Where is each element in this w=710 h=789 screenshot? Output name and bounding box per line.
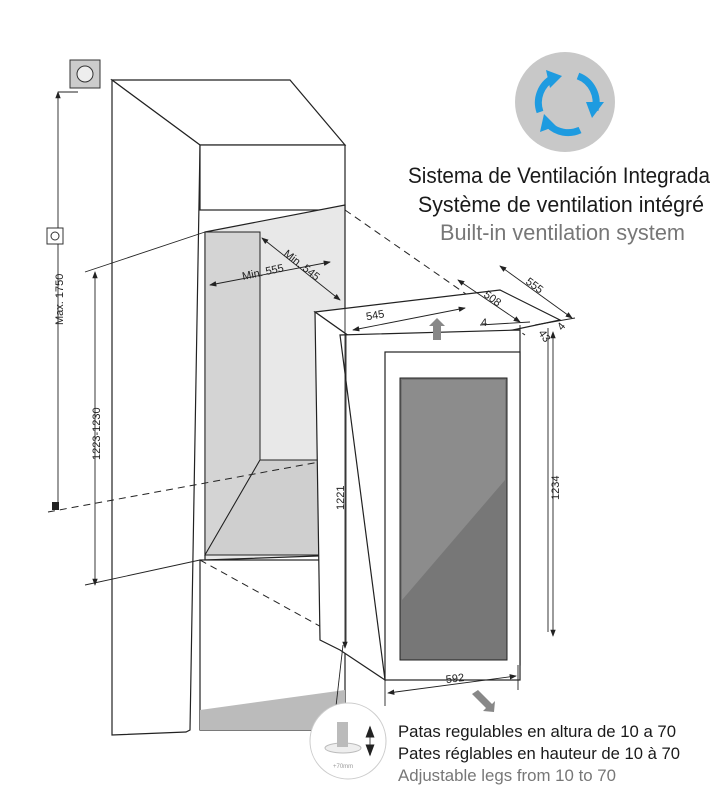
ventilation-cycle-icon — [515, 52, 615, 152]
max-height-label: Max. 1750 — [54, 274, 66, 325]
ventilation-title-fr: Système de ventilation intégré — [418, 192, 704, 217]
leg-icon-label: +70mm — [333, 764, 353, 770]
legs-text-fr: Pates réglables en hauteur de 10 à 70 — [398, 744, 680, 763]
wall-socket-icon — [69, 59, 101, 89]
plug-icon — [46, 227, 64, 510]
adjustable-leg-icon: +70mm — [309, 702, 387, 780]
appliance-total-depth-label: 555 — [523, 276, 545, 296]
gap-left-label: 4 — [481, 317, 487, 329]
door-width-label: 592 — [445, 672, 465, 686]
legs-text-es: Patas regulables en altura de 10 a 70 — [398, 722, 676, 741]
legs-text-en: Adjustable legs from 10 to 70 — [398, 766, 616, 785]
appliance-height-label: 1221 — [335, 486, 347, 510]
niche-height-label: 1223-1230 — [91, 407, 103, 460]
wine-cooler — [313, 289, 562, 682]
airflow-front-arrow-icon — [472, 690, 495, 712]
airflow-up-arrow-icon — [429, 318, 445, 340]
ventilation-title-en: Built-in ventilation system — [440, 220, 685, 245]
ventilation-title-es: Sistema de Ventilación Integrada — [408, 163, 710, 188]
door-thickness-label: 43 — [536, 328, 553, 345]
kitchen-cabinet — [110, 78, 347, 736]
appliance-width-label: 545 — [365, 308, 385, 323]
door-height-label: 1234 — [550, 476, 562, 500]
gap-right-label: 4 — [555, 321, 568, 333]
